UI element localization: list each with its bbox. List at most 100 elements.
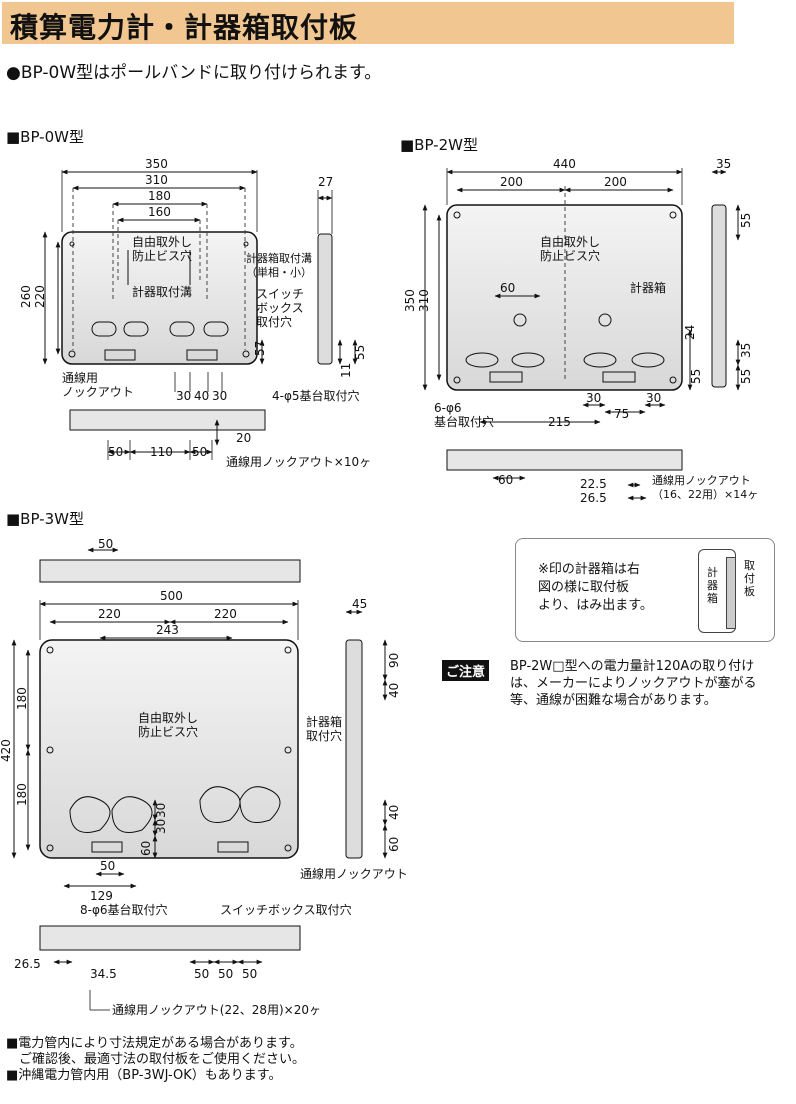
dim-500: 500 [160,589,183,603]
title-bar: 積算電力計・計器箱取付板 [2,2,734,44]
dim-b30a: 30 [176,389,191,403]
dim-k50b: 50 [218,967,233,981]
dim-220b: 220 [214,607,237,621]
bp2w-text: 440 200 200 35 350 310 55 60 24 55 35 55… [403,157,758,505]
dim-310: 310 [145,173,168,187]
dim-k50a: 50 [194,967,209,981]
dim-55c: 55 [739,369,753,384]
dim-160: 160 [148,205,171,219]
caution-text: BP-2W□型への電力量計120Aの取り付けは、メーカーによりノックアウトが塞が… [510,659,757,708]
bp0w-drawing [42,169,358,460]
dim-b129: 129 [90,889,113,903]
footer-notes: ■電力管内により寸法規定がある場合があります。 ご確認後、最適寸法の取付板をご使… [6,1036,305,1084]
dim-k20: 20 [236,431,251,445]
dim-s30a: 30 [154,803,168,818]
dim-350: 350 [403,289,417,312]
label-switch-box: スイッチボックス取付穴 [256,287,304,329]
dim-24: 24 [683,325,697,340]
dim-k225: 22.5 [580,477,607,491]
label-free-screw: 自由取外し防止ビス穴 [540,235,600,263]
dim-40a: 40 [387,683,401,698]
dim-k60b: 60 [498,473,513,487]
caution-badge: ご注意 [442,660,490,681]
dim-k50c: 50 [242,967,257,981]
note-box: ※印の計器箱は右 図の様に取付板 より、はみ出ます。 計 器 箱 取 付 板 [515,538,775,642]
dim-s60: 60 [139,841,153,856]
dim-180: 180 [148,189,171,203]
dim-27: 27 [318,175,333,189]
label-meter-slot: 計器取付溝 [132,284,192,299]
dim-t50: 50 [98,537,113,551]
dim-57: 57 [253,341,267,356]
dim-350: 350 [145,157,168,171]
dim-k265: 26.5 [14,957,41,971]
bp3w-drawing [11,547,388,1011]
dim-k50b: 50 [192,445,207,459]
dim-k265: 26.5 [580,491,607,505]
dim-b50: 50 [100,859,115,873]
bp3w-text: 50 500 220 243 220 45 420 180 180 90 40 … [0,537,408,1017]
dim-180a: 180 [15,687,29,710]
label-meter-hole: 計器箱取付穴 [306,714,342,743]
label-knockout: 通線用ノックアウト [300,866,408,881]
dim-420: 420 [0,739,13,762]
note-fig-meter-label: 計 器 箱 [707,566,718,605]
bp3w-header: ■BP-3W型 [6,510,84,528]
bp0w-text: 350 310 180 160 27 260 220 57 11 55 30 4… [19,157,371,469]
label-free-screw: 自由取外し防止ビス穴 [138,711,198,739]
footer-line-3: ■沖縄電力管内用（BP-3WJ-OK）もあります。 [6,1068,282,1083]
dim-b30a: 30 [586,391,601,405]
label-base-hole: 8-φ6基台取付穴 [80,902,168,917]
label-base-hole: 4-φ5基台取付穴 [272,388,360,403]
caution-block: ご注意 BP-2W□型への電力量計120Aの取り付けは、メーカーによりノックアウ… [418,658,778,720]
dim-k50a: 50 [108,445,123,459]
footer-line-1: ■電力管内により寸法規定がある場合があります。 [6,1036,303,1051]
dim-60: 60 [387,837,401,852]
bp0w-plate [61,231,258,365]
dim-90: 90 [387,653,401,668]
dim-s30b: 30 [154,819,168,834]
dim-200b: 200 [604,175,627,189]
dim-55: 55 [353,345,367,360]
bp0w-header: ■BP-0W型 [6,128,84,146]
note-text: ※印の計器箱は右 図の様に取付板 より、はみ出ます。 [538,562,653,613]
label-free-screw: 自由取外し防止ビス穴 [132,235,192,263]
dim-180b: 180 [15,783,29,806]
dim-220: 220 [33,285,47,308]
dim-k345: 34.5 [90,967,117,981]
label-knockout10: 通線用ノックアウト×10ヶ [226,454,371,469]
dim-b30b: 30 [646,391,661,405]
label-switch-box: スイッチボックス取付穴 [220,902,352,917]
dim-b75: 75 [614,407,629,421]
dim-260: 260 [19,285,33,308]
dim-11: 11 [339,363,353,378]
label-knockout: 通線用ノックアウト [62,370,134,399]
dim-220a: 220 [98,607,121,621]
bp3w-plate [39,639,299,859]
note-figure-plate [726,557,736,629]
label-knockout20: 通線用ノックアウト(22、28用)×20ヶ [112,1002,321,1017]
label-meter-hole: 計器箱取付溝（単相・小） [246,251,312,279]
dim-b215: 215 [548,415,571,429]
dim-55b: 55 [689,369,703,384]
dim-40b: 40 [387,805,401,820]
label-knockout14: 通線用ノックアウト（16、22用）×14ヶ [652,473,758,501]
dim-45: 45 [352,597,367,611]
bp2w-plate [446,204,683,391]
bp2w-header: ■BP-2W型 [400,136,478,154]
dim-b40: 40 [194,389,209,403]
dim-35b: 35 [739,343,753,358]
note-fig-plate-label: 取 付 板 [744,559,755,598]
dim-b30b: 30 [212,389,227,403]
dim-k110: 110 [150,445,173,459]
dim-310: 310 [417,289,431,312]
page-title: 積算電力計・計器箱取付板 [10,11,359,44]
dim-35: 35 [716,157,731,171]
subtitle: ●BP-0W型はポールバンドに取り付けられます。 [6,63,382,83]
label-meter-box: 計器箱 [630,280,666,295]
bp2w-drawing [422,168,741,501]
footer-line-2: ご確認後、最適寸法の取付板をご使用ください。 [6,1052,306,1067]
dim-440: 440 [553,157,576,171]
dim-243: 243 [156,623,179,637]
